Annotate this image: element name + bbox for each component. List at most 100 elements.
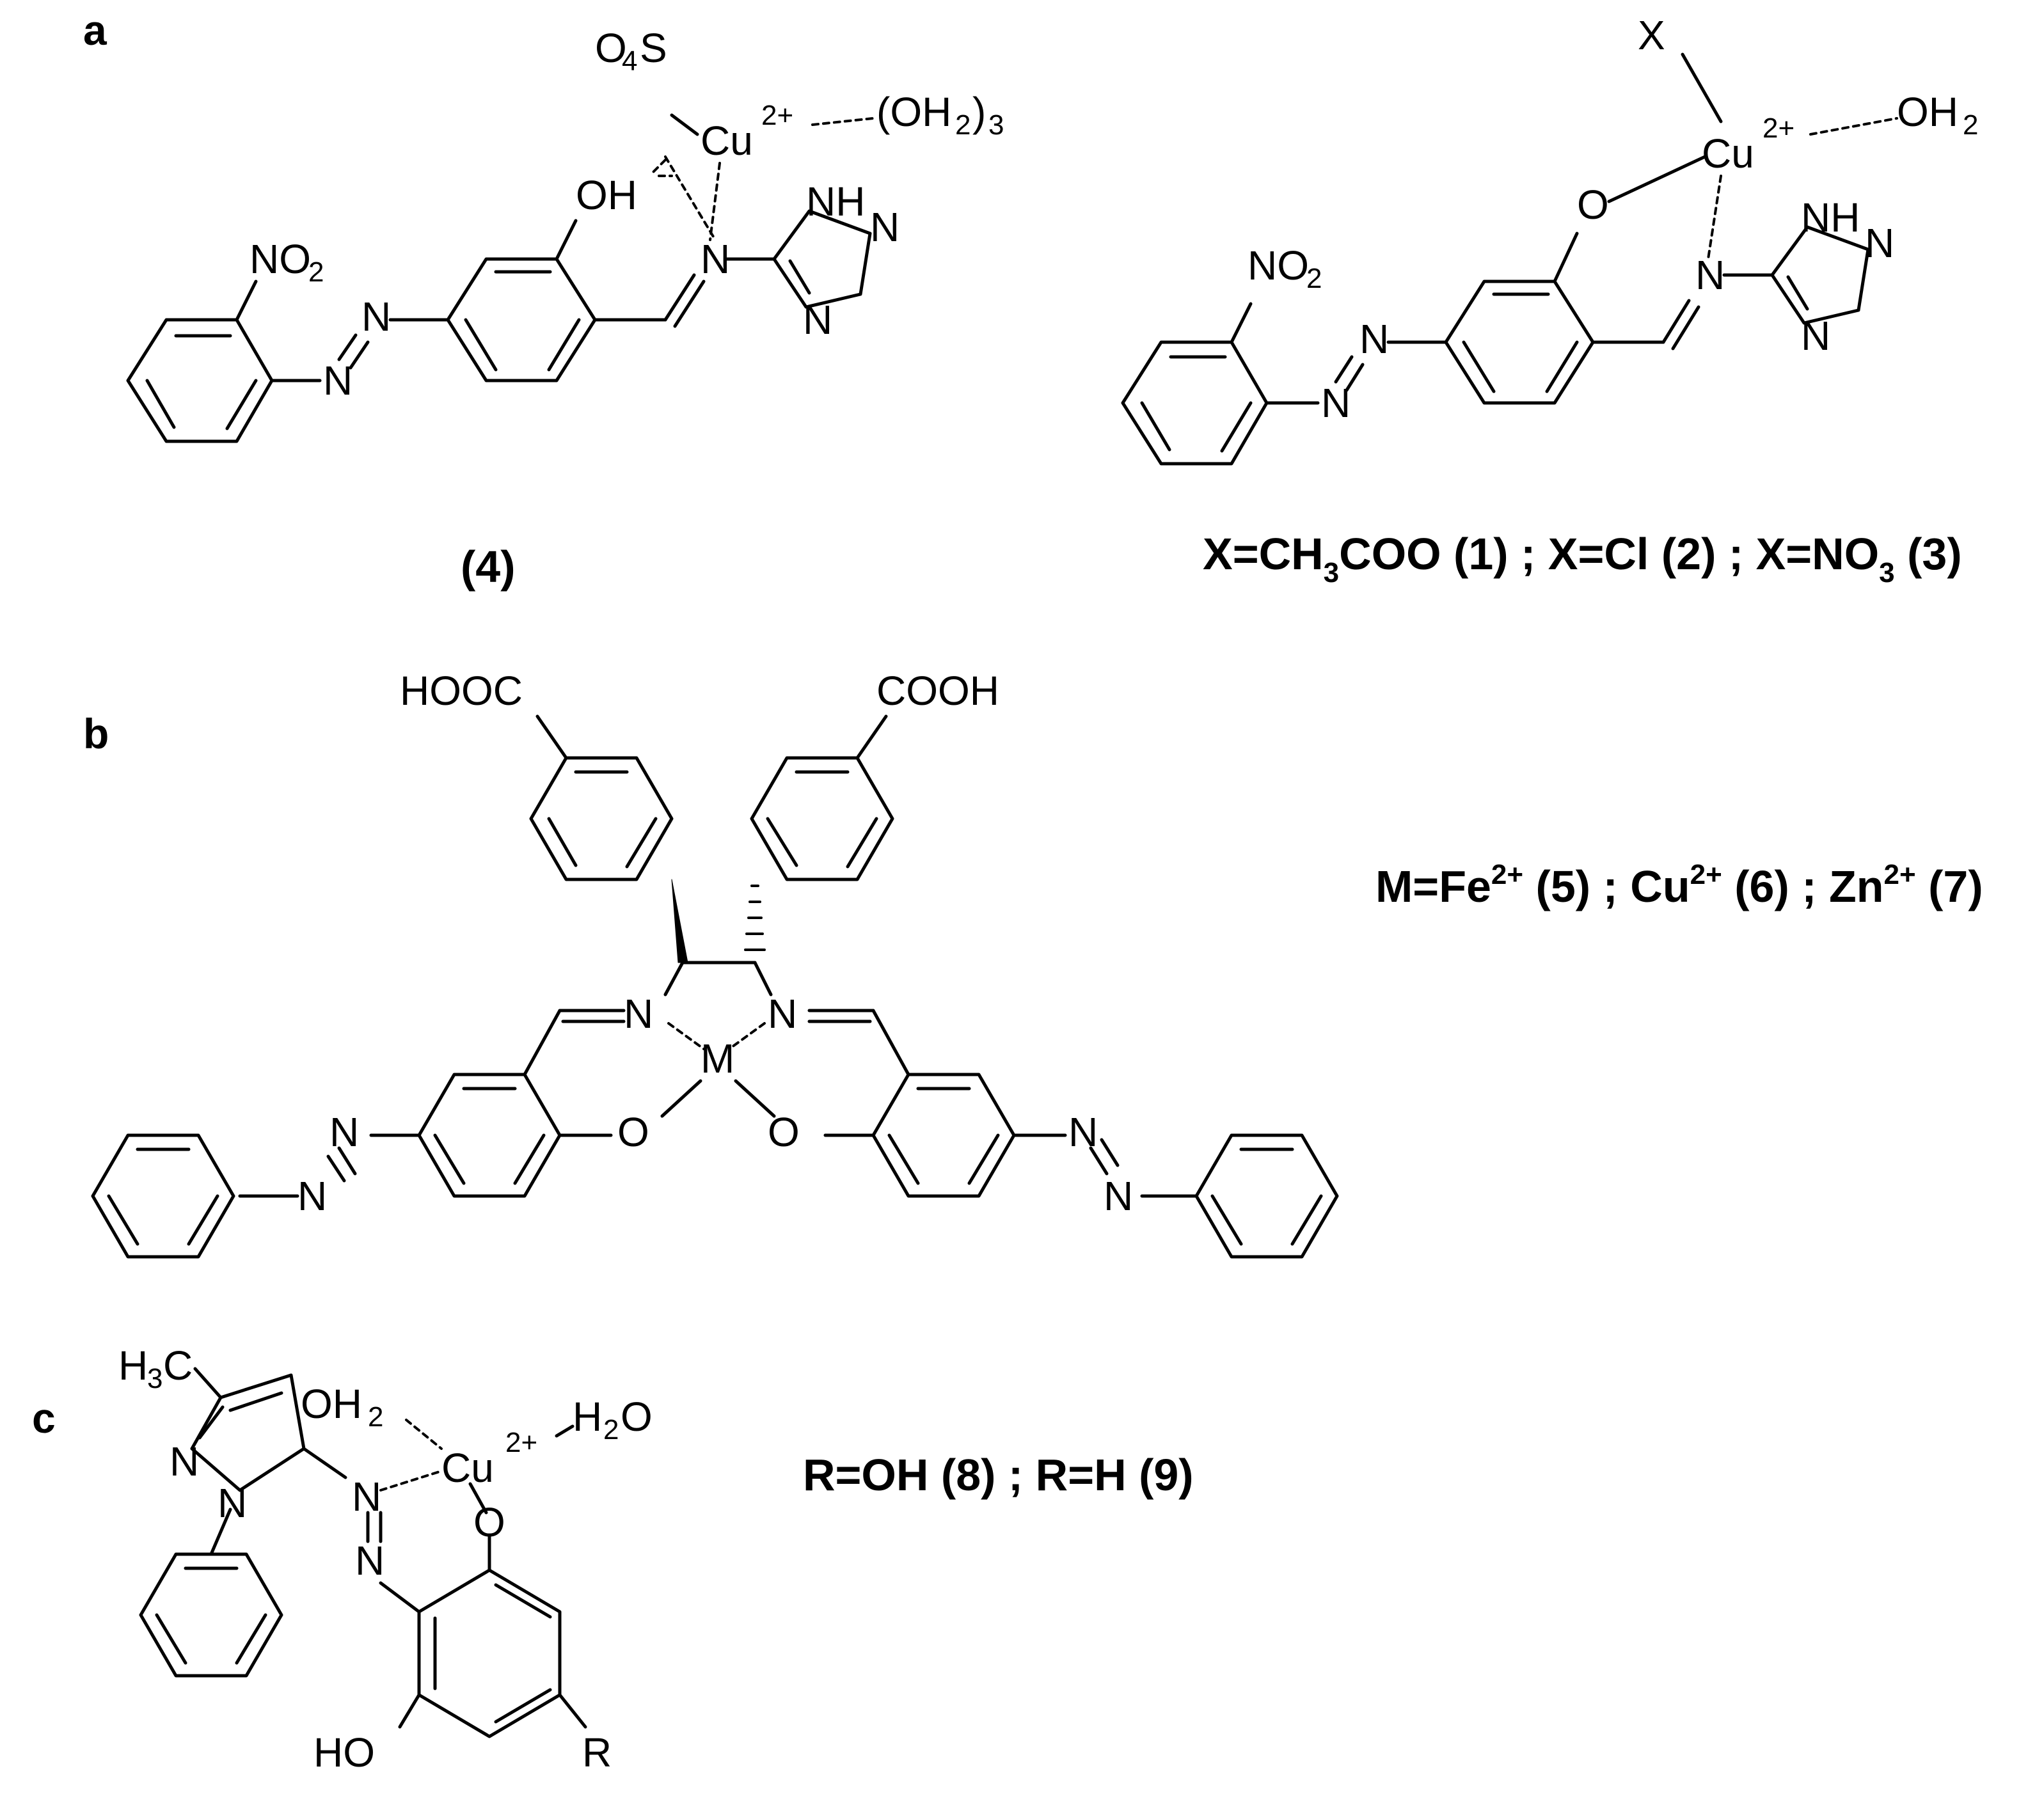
ring-double-bond: [1290, 1194, 1323, 1246]
ring-double-bond: [1140, 401, 1171, 452]
atom-subscript: 2: [955, 109, 971, 141]
bond-c-ch3: [193, 1367, 223, 1399]
bond-ch-c: [523, 1009, 562, 1076]
structure-5-7: HOOC COOH N N M O O N N N N M=Fe2+ (5) ;…: [91, 668, 1983, 1259]
atom-NO2: NO: [250, 236, 311, 282]
phenyl-ring: [139, 1552, 283, 1678]
atom-O: O: [595, 25, 627, 71]
imine-double-bond: [1661, 299, 1691, 344]
ring-double-bond: [155, 1613, 187, 1665]
charge-label: 2+: [761, 100, 793, 131]
ring-double-bond: [846, 817, 878, 869]
atom-N: N: [1068, 1109, 1098, 1155]
azo-double-bond: [349, 340, 370, 370]
azo-double-bond: [1100, 1138, 1120, 1167]
atom-N: N: [170, 1438, 199, 1484]
ring-double-bond: [225, 379, 258, 430]
bond-ch-c: [871, 1009, 910, 1076]
ring-double-bond: [547, 817, 578, 867]
atom-subscript: 2: [1306, 263, 1322, 294]
coord-dash: [667, 1022, 705, 1050]
coord-dash: [405, 1419, 443, 1450]
azo-double-bond: [1089, 1146, 1109, 1176]
triazole-double-bond: [788, 259, 811, 295]
atom-subscript: 2: [368, 1401, 383, 1433]
atom-O: O: [621, 1394, 653, 1440]
atom-subscript: 3: [988, 109, 1004, 141]
panel-label-c: c: [32, 1394, 56, 1442]
phenyl-ring-right: [1194, 1133, 1339, 1259]
bond-cu-o: [468, 1482, 488, 1515]
structure-1-3: X Cu 2+ OH 2 O NO 2 N N N NH N N X=CH3CO…: [1121, 12, 1978, 588]
atom-NH: NH: [1801, 194, 1860, 240]
atom-O: O: [1577, 182, 1609, 228]
coord-dash: [651, 159, 667, 174]
caption-5-7: M=Fe2+ (5) ; Cu2+ (6) ; Zn2+ (7): [1375, 859, 1983, 911]
atom-subscript: 4: [622, 45, 637, 77]
ring-double-bond: [513, 1133, 546, 1185]
bond-c-cooh: [855, 714, 888, 760]
atom-R: R: [582, 1729, 612, 1775]
bond-c-no2: [1230, 302, 1253, 344]
ring-double-bond: [967, 1133, 1000, 1185]
azo-double-bond: [1334, 355, 1354, 384]
ring-double-bond: [887, 1133, 920, 1185]
panel-label-a: a: [83, 6, 107, 54]
atom-N: N: [768, 991, 797, 1037]
ring-double-bond: [187, 1194, 219, 1246]
atom-C: C: [163, 1342, 193, 1389]
atom-N: N: [624, 991, 653, 1037]
ring-double-bond: [547, 318, 581, 372]
coord-dash: [664, 155, 715, 238]
triazole-ring: [1770, 225, 1870, 325]
imine-double-bond: [663, 273, 696, 322]
atom-N: N: [323, 358, 353, 404]
ring-double-bond: [235, 1613, 267, 1665]
coord-dash: [379, 1470, 443, 1492]
atom-N: N: [870, 204, 899, 250]
bond-o-m: [660, 1079, 702, 1118]
coord-dash: [811, 117, 875, 126]
bond-c-oh: [555, 219, 578, 261]
atom-N: N: [355, 1538, 384, 1584]
ring-double-bond: [107, 1194, 139, 1246]
atom-paren: ): [972, 89, 986, 135]
charge-label: 2+: [505, 1427, 537, 1458]
atom-N: N: [1865, 220, 1894, 266]
bond-cu-h2o: [555, 1424, 574, 1438]
ring-double-bond: [145, 379, 176, 429]
benzoic-ring-right: [750, 756, 894, 881]
azo-double-bond: [337, 333, 358, 361]
coord-dash: [1809, 117, 1898, 136]
bond-c-n: [663, 961, 685, 996]
structure-4: O 4 S Cu 2+ (OH 2 ) 3 OH NO 2 N N N NH N…: [126, 25, 1004, 592]
atom-N: N: [1321, 380, 1351, 426]
pyrazole-ring: [190, 1373, 306, 1492]
ring-double-bond: [1545, 340, 1579, 393]
central-ring: [446, 257, 597, 382]
phenol-ring: [417, 1568, 562, 1738]
atom-M: M: [701, 1035, 734, 1082]
bond-c-n: [753, 961, 773, 996]
ring-double-bond: [494, 1583, 552, 1619]
coord-dash: [709, 162, 721, 241]
coord-dash: [728, 1022, 766, 1050]
atom-OH2: OH: [1897, 89, 1958, 135]
azo-double-bond: [326, 1154, 346, 1183]
bond-o-m: [734, 1079, 776, 1118]
atom-Cu: Cu: [701, 118, 753, 164]
imine-double-bond: [1671, 305, 1700, 350]
ring-double-bond: [1462, 340, 1496, 393]
atom-OH2: OH: [301, 1381, 362, 1427]
caption-8-9: R=OH (8) ; R=H (9): [803, 1450, 1194, 1500]
caption-1-3: X=CH3COO (1) ; X=Cl (2) ; X=NO3 (3): [1203, 529, 1962, 588]
bond-n-c: [379, 1581, 421, 1614]
bond-c-cooh: [535, 714, 568, 760]
atom-N: N: [361, 294, 391, 340]
ring-double-bond: [198, 1405, 225, 1440]
triazole-ring: [772, 209, 872, 309]
atom-HO: HO: [313, 1729, 375, 1775]
atom-N: N: [329, 1109, 359, 1155]
phenyl-ring-left: [91, 1133, 235, 1259]
